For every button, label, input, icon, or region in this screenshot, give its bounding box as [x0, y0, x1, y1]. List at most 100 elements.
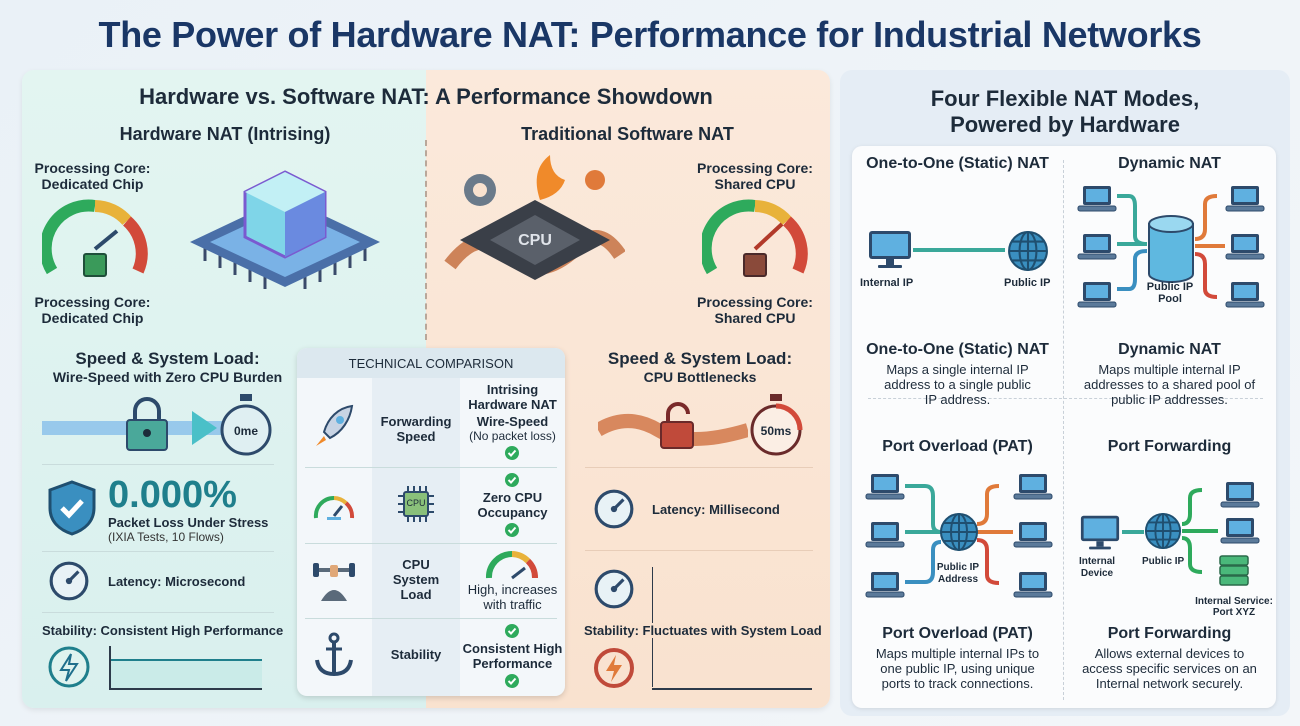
overheating-cpu-icon: CPU — [444, 155, 625, 280]
desc-line: Allows external devices to — [1094, 646, 1245, 661]
divider — [42, 464, 274, 465]
hw-speed-subheading: Wire-Speed with Zero CPU Burden — [52, 369, 283, 385]
port-forwarding-diagram — [1080, 481, 1260, 586]
nat-modes-heading: Four Flexible NAT Modes,Powered by Hardw… — [840, 86, 1290, 138]
sw-speed-heading: Speed & System Load: — [607, 349, 793, 368]
packet-loss-value: 0.000% — [108, 474, 237, 516]
value-line: Occupancy — [477, 505, 548, 520]
value-line: High, increases — [467, 582, 558, 597]
sw-core-label-bottom: Processing Core:Shared CPU — [690, 294, 820, 326]
desc-line: addresses to a shared pool of — [1083, 377, 1256, 392]
divider — [42, 551, 274, 552]
weightlifter-icon — [313, 563, 355, 601]
lightning-icon — [48, 646, 90, 688]
label-line: Internal Service: — [1195, 596, 1273, 607]
static-nat-name: One-to-One (Static) NAT — [866, 341, 1049, 358]
desc-line: address to a single public — [884, 377, 1031, 392]
internal-service-label: Internal Service:Port XYZ — [1192, 596, 1276, 618]
hw-gauge-icon — [42, 199, 148, 277]
value-line: (No packet loss) — [469, 429, 556, 443]
fluctuating-gauge-icon — [593, 568, 635, 610]
stopwatch-icon — [220, 394, 272, 456]
stopwatch-icon — [750, 394, 803, 456]
hw-core-label-line: Processing Core: — [34, 294, 151, 310]
sw-speed-subheading: CPU Bottlenecks — [643, 369, 757, 385]
col-header-line: Hardware NAT — [468, 397, 557, 412]
sw-core-label-line: Processing Core: — [697, 160, 813, 176]
desc-line: Maps multiple internal IPs to — [875, 646, 1040, 661]
metric-line: Forwarding — [380, 414, 452, 429]
desc-line: public IP addresses. — [1111, 392, 1228, 407]
sw-core-label-line: Shared CPU — [714, 310, 796, 326]
rocket-icon — [316, 404, 354, 446]
metric-column-bg — [372, 378, 460, 696]
globe-icon — [1007, 230, 1049, 272]
port-forwarding-name: Port Forwarding — [1107, 625, 1232, 642]
software-title: Traditional Software NAT — [521, 124, 734, 144]
value-line: Performance — [472, 656, 553, 671]
value-line: Consistent High — [462, 641, 563, 656]
heading-line: Four Flexible NAT Modes, — [930, 86, 1200, 111]
quadrant-divider-vertical — [1063, 160, 1064, 700]
internal-ip-label: Internal IP — [860, 277, 914, 289]
gauge-icon — [313, 495, 355, 520]
label-line: Port XYZ — [1212, 607, 1256, 618]
divider — [585, 467, 813, 468]
divider — [585, 550, 813, 551]
stable-performance-chart — [109, 646, 262, 690]
dynamic-nat-diagram — [1077, 185, 1265, 308]
hw-stability: Stability: Consistent High Performance — [42, 623, 284, 638]
dedicated-chip-icon — [190, 170, 380, 289]
label-line: Public IP — [936, 562, 980, 573]
sw-core-label-line: Shared CPU — [714, 176, 796, 192]
sw-latency: Latency: Millisecond — [652, 502, 780, 517]
shield-check-icon — [48, 480, 96, 536]
pat-name: Port Overload (PAT) — [882, 625, 1033, 642]
hw-latency: Latency: Microsecond — [108, 574, 246, 589]
high-load-gauge-icon — [486, 550, 538, 580]
col-header-line: Intrising — [486, 382, 539, 397]
check-icon — [505, 674, 519, 688]
sw-gauge-icon — [702, 199, 808, 277]
check-icon — [505, 624, 519, 638]
hw-core-label-bottom: Processing Core:Dedicated Chip — [30, 294, 155, 326]
latency-gauge-icon — [48, 560, 90, 602]
hw-speed-heading: Speed & System Load: — [75, 349, 260, 368]
desc-line: access specific services on an — [1082, 661, 1257, 676]
cpu-chip-icon — [398, 486, 434, 522]
label-line: Public IP — [1146, 281, 1194, 293]
anchor-icon — [315, 632, 353, 677]
nat-modes-card — [852, 146, 1276, 708]
cpu-chip-label: CPU — [518, 232, 552, 249]
value-line: with traffic — [483, 597, 542, 612]
cpu-chip-text: CPU — [406, 498, 426, 508]
table-row-value: Wire-Speed(No packet loss) — [460, 414, 565, 444]
desc-line: Maps a single internal IP — [886, 362, 1029, 377]
section-divider — [425, 140, 427, 340]
sw-stability: Stability: Fluctuates with System Load — [584, 623, 822, 638]
bottleneck-lock-icon — [598, 402, 748, 449]
value-line: Wire-Speed — [476, 414, 549, 429]
row-divider — [305, 543, 557, 544]
desc-line: one public IP, using unique — [880, 661, 1035, 676]
metric-line: CPU — [402, 557, 430, 572]
public-ip-label: Public IP — [1142, 556, 1185, 567]
metric-line: Load — [400, 587, 432, 602]
hw-core-label-top: Processing Core:Dedicated Chip — [30, 160, 155, 192]
check-icon — [505, 446, 519, 460]
latency-gauge-icon — [593, 488, 635, 530]
hardware-title: Hardware NAT (Intrising) — [119, 124, 331, 144]
packet-loss-label: Packet Loss Under Stress — [108, 515, 269, 530]
value-line: Zero CPU — [482, 490, 543, 505]
fluctuation-chart-baseline — [652, 688, 812, 690]
connection-line — [913, 248, 1005, 252]
